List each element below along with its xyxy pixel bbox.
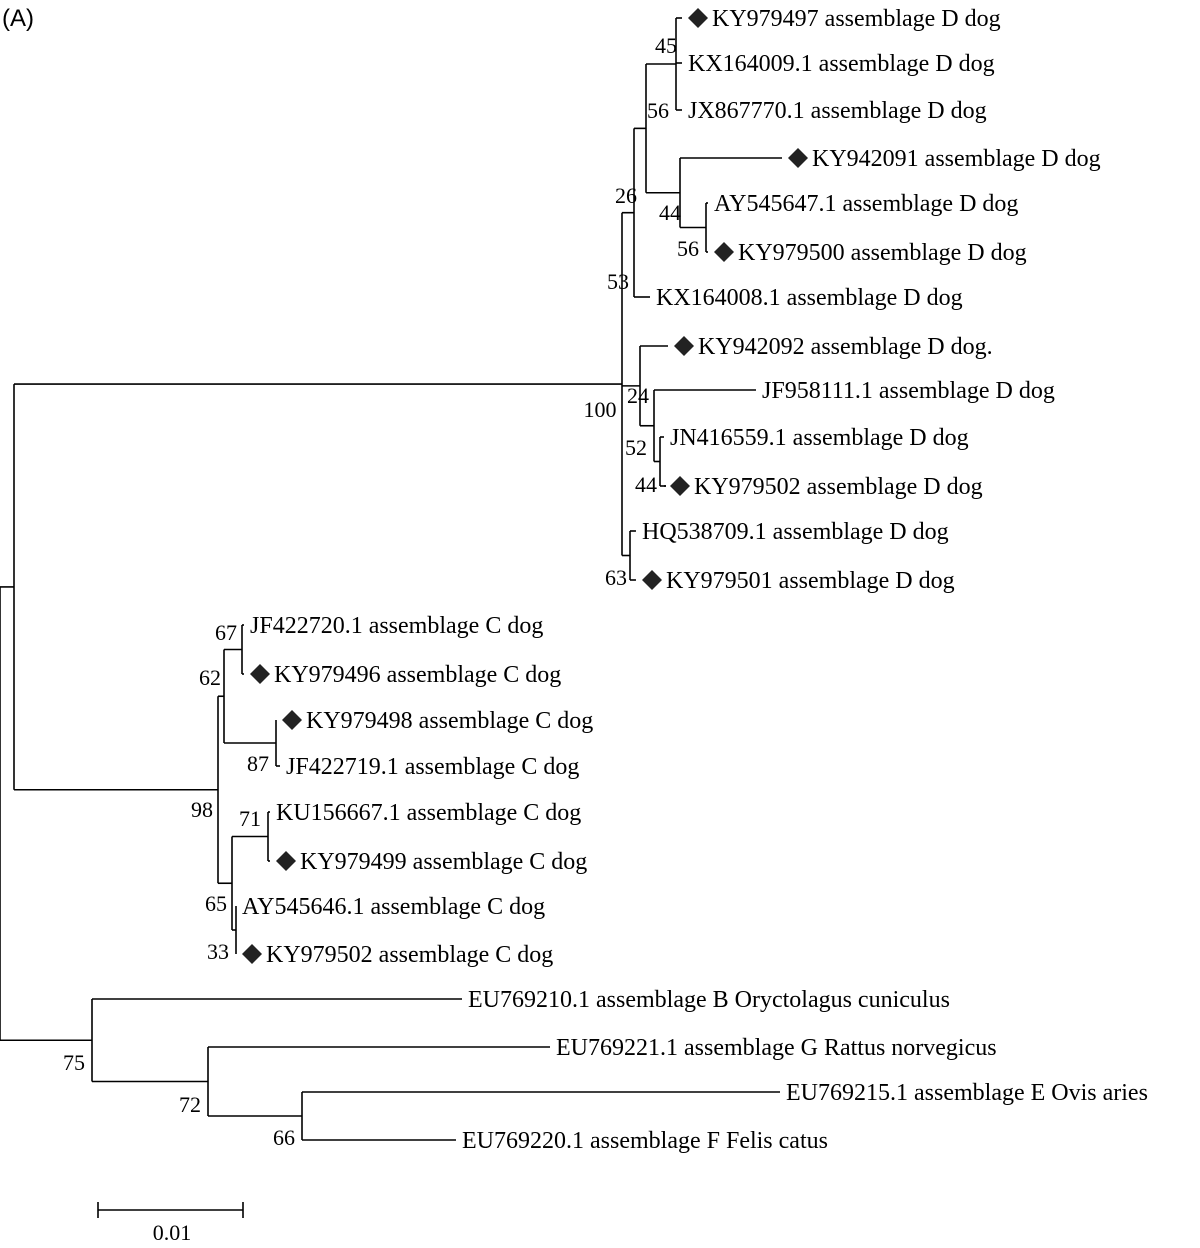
- leaf-label: KY942091 assemblage D dog: [812, 146, 1101, 172]
- leaf-label: HQ538709.1 assemblage D dog: [642, 519, 949, 545]
- bootstrap-value: 24: [627, 383, 649, 408]
- bootstrap-value: 100: [584, 397, 617, 422]
- bootstrap-value: 75: [63, 1050, 85, 1075]
- diamond-icon: [714, 242, 734, 262]
- bootstrap-value: 33: [207, 939, 229, 964]
- leaf-label: KX164009.1 assemblage D dog: [688, 51, 995, 77]
- bootstrap-value: 65: [205, 891, 227, 916]
- bootstrap-value: 63: [605, 565, 627, 590]
- leaf-label: KY979501 assemblage D dog: [666, 568, 955, 594]
- leaf-label: AY545646.1 assemblage C dog: [242, 894, 545, 920]
- bootstrap-value: 44: [659, 200, 681, 225]
- leaf-label: KX164008.1 assemblage D dog: [656, 285, 963, 311]
- leaf-label: AY545647.1 assemblage D dog: [714, 191, 1018, 217]
- leaf-label: JF958111.1 assemblage D dog: [762, 378, 1055, 404]
- leaf-label: JF422720.1 assemblage C dog: [250, 613, 543, 639]
- leaf-label: KU156667.1 assemblage C dog: [276, 800, 581, 826]
- bootstrap-value: 72: [179, 1092, 201, 1117]
- bootstrap-value: 52: [625, 435, 647, 460]
- bootstrap-value: 44: [635, 472, 657, 497]
- bootstrap-value: 45: [655, 33, 677, 58]
- diamond-icon: [282, 710, 302, 730]
- leaf-label: EU769210.1 assemblage B Oryctolagus cuni…: [468, 987, 950, 1013]
- leaf-label: EU769221.1 assemblage G Rattus norvegicu…: [556, 1035, 997, 1061]
- bootstrap-value: 67: [215, 620, 237, 645]
- diamond-icon: [242, 944, 262, 964]
- leaf-label: KY979500 assemblage D dog: [738, 240, 1027, 266]
- bootstrap-value: 56: [647, 98, 669, 123]
- leaf-label: KY942092 assemblage D dog.: [698, 334, 993, 360]
- scale-bar-label: 0.01: [153, 1220, 192, 1245]
- leaf-label: KY979502 assemblage C dog: [266, 942, 553, 968]
- scale-bar: 0.01: [97, 1202, 244, 1245]
- bootstrap-values: 45 56 26 44 56 53 100 24 52 44 63 67 62 87 98 71 65 33 75 7…: [63, 33, 699, 1150]
- leaf-label: KY979497 assemblage D dog: [712, 6, 1001, 32]
- bootstrap-value: 56: [677, 236, 699, 261]
- diamond-icon: [788, 148, 808, 168]
- bootstrap-value: 98: [191, 797, 213, 822]
- panel-label: (A): [2, 5, 34, 32]
- bootstrap-value: 87: [247, 751, 269, 776]
- leaf-label: JX867770.1 assemblage D dog: [688, 98, 987, 124]
- diamond-icon: [642, 570, 662, 590]
- tree-branches: [0, 17, 782, 1141]
- leaf-label: KY979499 assemblage C dog: [300, 849, 587, 875]
- bootstrap-value: 26: [615, 183, 637, 208]
- diamond-icon: [276, 851, 296, 871]
- leaf-label: JN416559.1 assemblage D dog: [670, 425, 969, 451]
- leaf-label: KY979498 assemblage C dog: [306, 708, 593, 734]
- leaf-label: KY979496 assemblage C dog: [274, 662, 561, 688]
- diamond-icon: [670, 476, 690, 496]
- leaf-label: KY979502 assemblage D dog: [694, 474, 983, 500]
- leaf-label: EU769220.1 assemblage F Felis catus: [462, 1128, 828, 1154]
- bootstrap-value: 66: [273, 1125, 295, 1150]
- bootstrap-value: 71: [239, 806, 261, 831]
- sample-markers: [242, 8, 808, 964]
- diamond-icon: [688, 8, 708, 28]
- bootstrap-value: 53: [607, 269, 629, 294]
- diamond-icon: [674, 336, 694, 356]
- diamond-icon: [250, 664, 270, 684]
- leaf-label: JF422719.1 assemblage C dog: [286, 754, 579, 780]
- bootstrap-value: 62: [199, 665, 221, 690]
- leaf-label: EU769215.1 assemblage E Ovis aries: [786, 1080, 1148, 1106]
